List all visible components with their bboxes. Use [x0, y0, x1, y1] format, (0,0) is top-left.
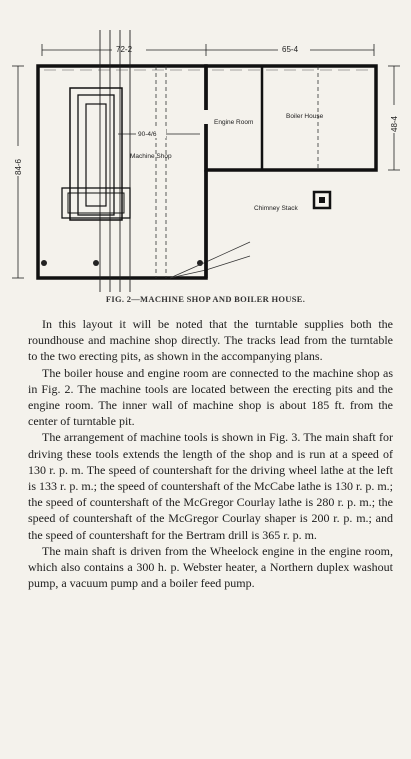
dim-width-right: 65-4 — [282, 45, 299, 54]
label-engine-room: Engine Room — [214, 119, 253, 126]
floor-plan-figure: 72-2 65-4 84-6 48-4 — [0, 0, 411, 292]
paragraph-2: The boiler house and engine room are con… — [28, 365, 393, 429]
dim-height-right: 48-4 — [390, 115, 399, 132]
dim-width-left: 72-2 — [116, 45, 133, 54]
dim-inner: 90-4/6 — [138, 131, 157, 138]
label-boiler-house: Boiler House — [286, 113, 324, 120]
paragraph-3: The arrangement of machine tools is show… — [28, 430, 393, 542]
paragraph-1: In this layout it will be noted that the… — [28, 317, 393, 364]
floor-plan-drawing: 72-2 65-4 84-6 48-4 — [10, 30, 401, 292]
figure-caption: FIG. 2—MACHINE SHOP AND BOILER HOUSE. — [105, 294, 306, 304]
article-body: In this layout it will be noted that the… — [28, 316, 393, 591]
label-machine-shop: Machine Shop — [130, 153, 172, 160]
dim-height-left: 84-6 — [14, 158, 23, 175]
label-chimney-stack: Chimney Stack — [254, 205, 298, 212]
paragraph-4: The main shaft is driven from the Wheelo… — [28, 543, 393, 591]
